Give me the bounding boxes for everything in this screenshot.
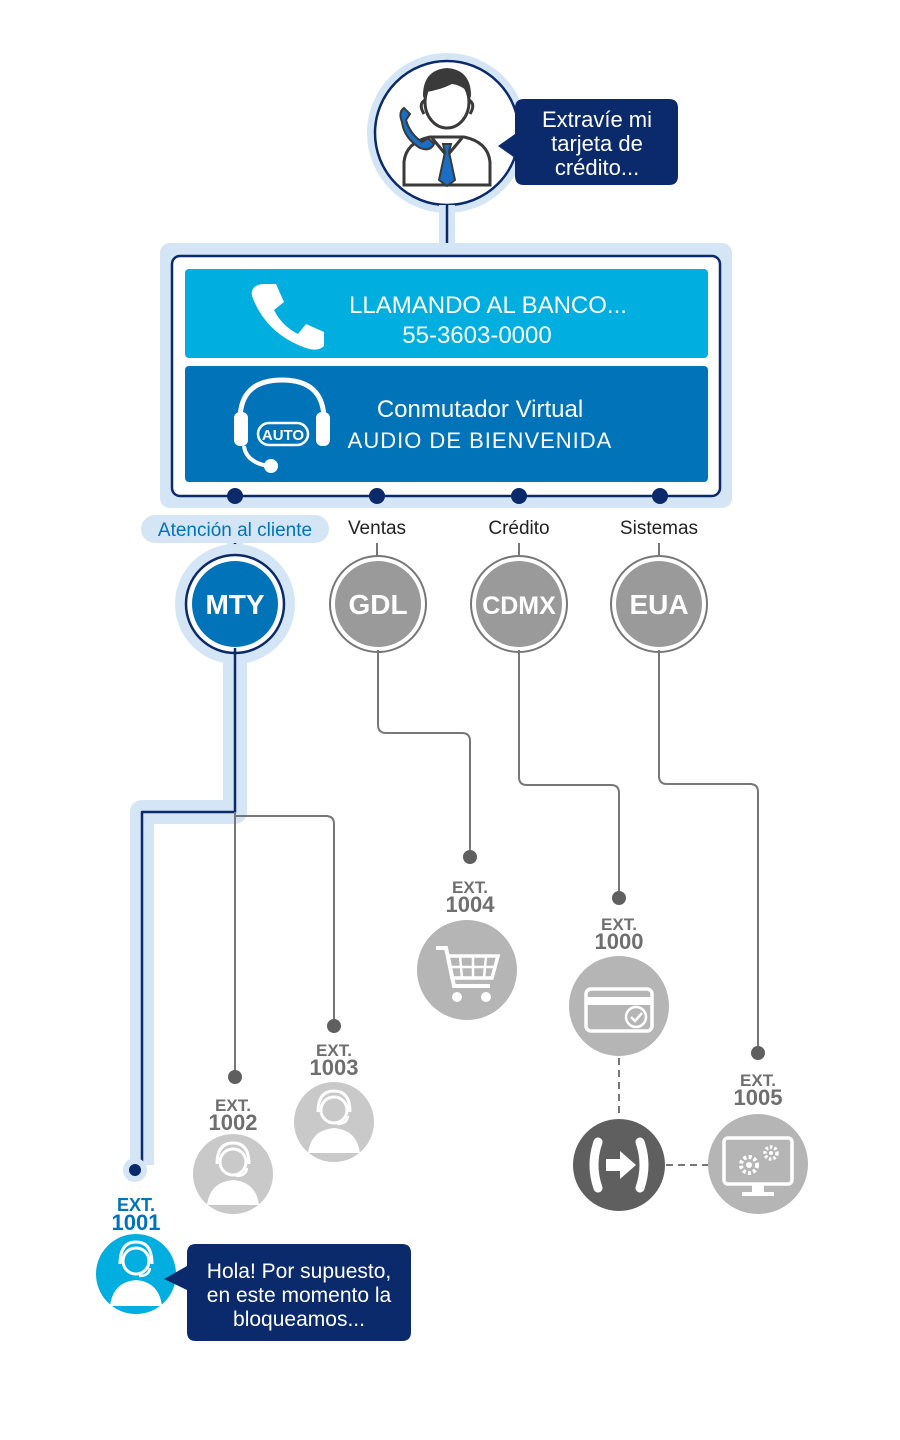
connector-dot [228,1070,242,1084]
auto-attendant-headset-icon: AUTO [234,377,330,473]
department-mty: Atención al cliente MTY [141,515,329,664]
agent-bubble-line-1: Hola! Por supuesto, [207,1260,391,1283]
calling-bank-text: LLAMANDO AL BANCO... [349,292,627,319]
caller-bubble-line-3: crédito... [555,155,639,180]
svg-text:EXT.: EXT. [452,878,488,897]
ext-1003-label: EXT. 1003 [310,1041,359,1080]
shopping-cart-icon [417,920,517,1020]
ext-1005-label: EXT. 1005 [734,1071,783,1110]
department-label: Sistemas [620,518,698,539]
connector-dot [123,1158,147,1182]
ext-1002-label: EXT. 1002 [209,1096,258,1135]
active-agent-headset-icon [96,1234,176,1314]
department-label: Ventas [348,518,406,539]
ext-1000-label: EXT. 1000 [595,915,644,954]
caller-bubble-line-1: Extravíe mi [542,107,652,132]
city-code: EUA [629,589,688,620]
auto-badge: AUTO [262,427,305,444]
connector-dot [612,891,626,905]
bank-phone-number: 55-3603-0000 [402,322,551,349]
caller-bubble-line-2: tarjeta de [551,131,643,156]
svg-text:1000: 1000 [595,929,644,954]
agent-speech-bubble: Hola! Por supuesto, en este momento la b… [164,1244,411,1341]
computer-settings-icon [708,1114,808,1214]
caller-person-icon [399,68,492,188]
department-cdmx: Crédito CDMX [470,518,568,653]
ext-1004-label: EXT. 1004 [446,878,496,917]
credit-card-icon [569,956,669,1056]
connector-dot [511,488,527,504]
svg-text:EXT.: EXT. [215,1096,251,1115]
city-code: MTY [205,589,264,620]
svg-text:EXT.: EXT. [316,1041,352,1060]
svg-text:1001: 1001 [112,1210,161,1235]
svg-text:1004: 1004 [446,892,496,917]
svg-text:1003: 1003 [310,1055,359,1080]
agent-headset-icon [294,1082,374,1162]
connector-dot [751,1046,765,1060]
svg-text:EXT.: EXT. [601,915,637,934]
svg-text:1002: 1002 [209,1110,258,1135]
ext-1001-label: EXT. 1001 [112,1195,161,1235]
department-label: Crédito [488,518,549,539]
svg-text:1005: 1005 [734,1085,783,1110]
svg-text:EXT.: EXT. [740,1071,776,1090]
caller-node [367,53,527,213]
connector-dot [227,488,243,504]
city-code: CDMX [482,592,556,620]
call-transfer-icon [573,1119,665,1211]
caller-speech-bubble: Extravíe mi tarjeta de crédito... [498,99,678,185]
welcome-audio-text: AUDIO DE BIENVENIDA [348,428,613,453]
virtual-switchboard-title: Conmutador Virtual [377,396,583,423]
department-gdl: Ventas GDL [329,518,427,653]
agent-bubble-line-3: bloqueamos... [233,1308,365,1331]
phone-icon [251,284,324,350]
svg-text:EXT.: EXT. [117,1195,155,1215]
connector-dot [369,488,385,504]
switchboard-panel: LLAMANDO AL BANCO... 55-3603-0000 AUTO C… [160,243,732,508]
agent-headset-icon [193,1134,273,1214]
city-code: GDL [348,589,407,620]
agent-bubble-line-2: en este momento la [207,1284,392,1307]
connector-dot [652,488,668,504]
calling-bank-row: LLAMANDO AL BANCO... 55-3603-0000 [185,269,708,358]
connector-dot [463,850,477,864]
department-label: Atención al cliente [158,520,312,541]
connector-dot [327,1019,341,1033]
virtual-switchboard-row: AUTO Conmutador Virtual AUDIO DE BIENVEN… [185,366,708,482]
department-eua: Sistemas EUA [610,518,708,653]
